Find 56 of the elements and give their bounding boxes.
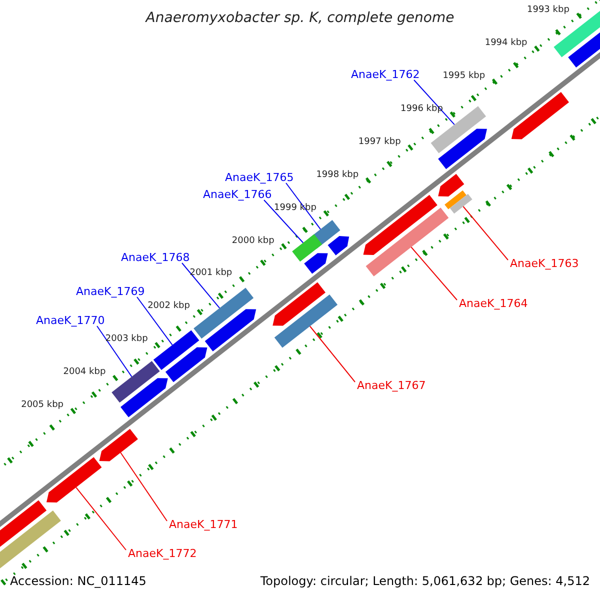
scale-label: 2001 kbp	[190, 269, 232, 278]
title: Anaeromyxobacter sp. K, complete genome	[144, 11, 456, 25]
leader-line	[264, 200, 304, 244]
gene-bar	[366, 208, 449, 276]
gene-label: AnaeK_1766	[203, 189, 272, 200]
gene-block	[438, 174, 464, 196]
gene-block	[204, 309, 256, 352]
leader-line	[182, 262, 220, 309]
leader-line	[309, 326, 356, 382]
gene-label: AnaeK_1771	[169, 519, 238, 530]
gene-bar	[292, 234, 322, 262]
leader-line	[136, 296, 173, 346]
gene-block	[99, 428, 138, 462]
leader-line	[96, 326, 132, 378]
scale-label: 1998 kbp	[316, 170, 359, 180]
accession-text: Accession: NC_011145	[10, 575, 146, 587]
scale-label: 1997 kbp	[358, 138, 401, 147]
scale-label: 2003 kbp	[105, 335, 148, 344]
scale-label: 2000 kbp	[232, 236, 274, 246]
leader-line	[76, 486, 126, 550]
gene-block	[363, 194, 438, 255]
scale-label: 2002 kbp	[148, 302, 190, 312]
gene-block	[438, 128, 487, 170]
gene-bar	[112, 360, 160, 403]
gene-label: AnaeK_1769	[76, 286, 145, 297]
gene-block	[272, 282, 326, 326]
scale-label: 1995 kbp	[442, 72, 486, 81]
leader-line	[286, 182, 321, 230]
gene-label: AnaeK_1768	[121, 252, 190, 263]
gene-bar	[450, 194, 472, 214]
gene-label: AnaeK_1770	[36, 315, 105, 326]
gene-label: AnaeK_1763	[510, 258, 579, 269]
scale-label: 2005 kbp	[21, 401, 64, 410]
leader-line	[120, 452, 168, 522]
gene-block	[120, 378, 168, 418]
leader-line	[410, 246, 458, 300]
gene-block	[511, 92, 569, 140]
gene-block	[328, 236, 350, 256]
gene-block	[304, 253, 328, 274]
gene-label: AnaeK_1767	[357, 380, 426, 391]
gene-block	[165, 347, 208, 382]
scale-label: 2004 kbp	[63, 368, 106, 378]
gene-bar	[274, 294, 338, 348]
scale-label: 1993 kbp	[527, 6, 570, 15]
scale-label: 1994 kbp	[484, 38, 528, 48]
gene-bar	[194, 288, 254, 339]
gene-label: AnaeK_1764	[459, 298, 528, 309]
gene-label: AnaeK_1765	[225, 172, 294, 183]
leader-line	[414, 80, 455, 126]
genome-summary: Topology: circular; Length: 5,061,632 bp; Genes: 4,512	[260, 575, 590, 587]
gene-label: AnaeK_1762	[351, 69, 420, 80]
gene-block	[46, 457, 102, 502]
gene-bar	[153, 330, 200, 370]
leader-line	[462, 206, 508, 260]
gene-label: AnaeK_1772	[128, 548, 197, 559]
gene-bar	[444, 190, 466, 210]
